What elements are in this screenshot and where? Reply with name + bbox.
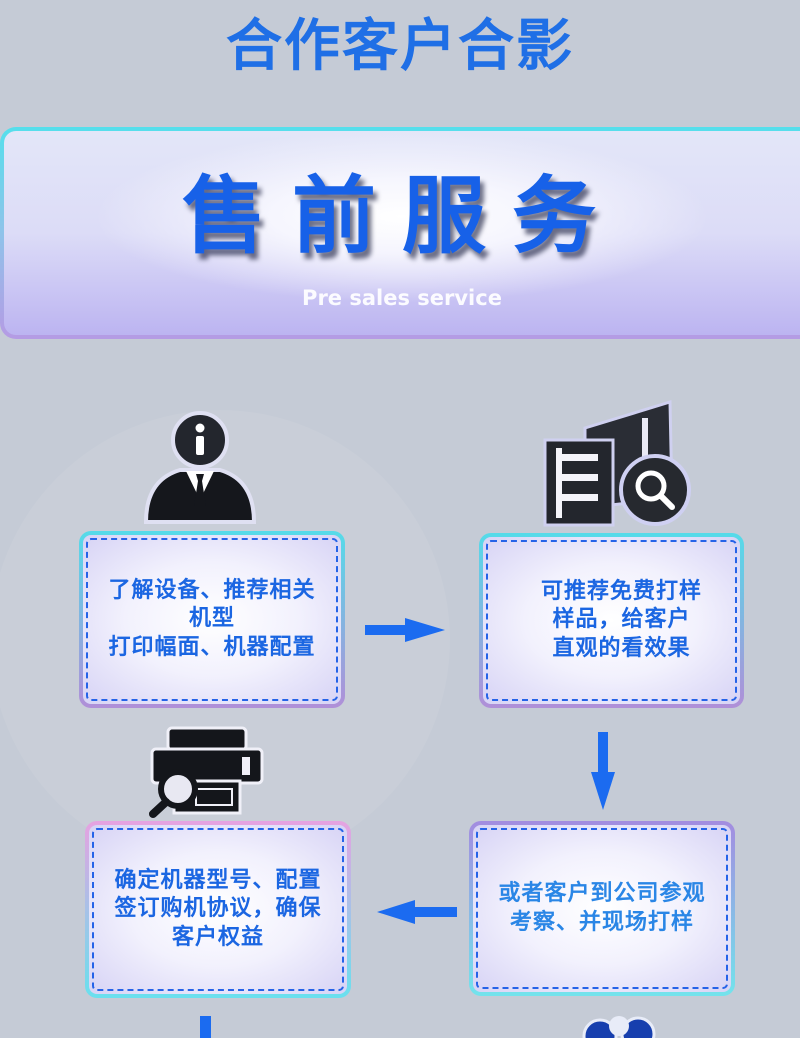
step-text-line: 可推荐免费打样 [540, 578, 702, 604]
step-box-4: 确定机器型号、配置 签订购机协议，确保 客户权益 [85, 821, 351, 998]
step-box-3: 或者客户到公司参观 考察、并现场打样 [469, 821, 735, 996]
arrow-down-icon [200, 1016, 211, 1038]
step-text-line: 或者客户到公司参观 [498, 881, 706, 906]
step-box-2: 可推荐免费打样 样品，给客户 直观的看效果 [479, 533, 744, 708]
step-text-line: 机型 [188, 606, 235, 632]
step-text-line: 确定机器型号、配置 [114, 867, 322, 893]
step-text-line: 打印幅面、机器配置 [108, 634, 316, 660]
banner-panel: 售前服务 Pre sales service [4, 131, 800, 335]
arrow-down-icon [591, 732, 615, 810]
step-text-line: 样品，给客户 [552, 607, 691, 633]
building-search-icon [543, 399, 691, 527]
arrow-left-icon [377, 900, 457, 924]
arrow-right-icon [365, 618, 445, 642]
step-text-line: 了解设备、推荐相关 [108, 577, 316, 603]
step-box-2-panel: 可推荐免费打样 样品，给客户 直观的看效果 [483, 537, 740, 704]
page-title: 合作客户合影 [226, 14, 574, 79]
banner-title: 售前服务 [181, 167, 622, 265]
step-text-line: 客户权益 [171, 924, 264, 950]
consultant-info-icon [143, 411, 257, 524]
step-box-1-panel: 了解设备、推荐相关 机型 打印幅面、机器配置 [83, 535, 341, 704]
banner-subtitle: Pre sales service [302, 286, 502, 310]
step-box-4-panel: 确定机器型号、配置 签订购机协议，确保 客户权益 [89, 825, 347, 994]
step-box-1: 了解设备、推荐相关 机型 打印幅面、机器配置 [79, 531, 345, 708]
section-banner: 售前服务 Pre sales service [0, 127, 800, 339]
printer-search-icon [149, 726, 264, 818]
step-text-line: 签订购机协议，确保 [114, 896, 322, 922]
step-text-line: 直观的看效果 [552, 635, 691, 661]
step-box-3-panel: 或者客户到公司参观 考察、并现场打样 [473, 825, 731, 992]
step-text-line: 考察、并现场打样 [509, 909, 694, 935]
team-icon [582, 1016, 656, 1038]
